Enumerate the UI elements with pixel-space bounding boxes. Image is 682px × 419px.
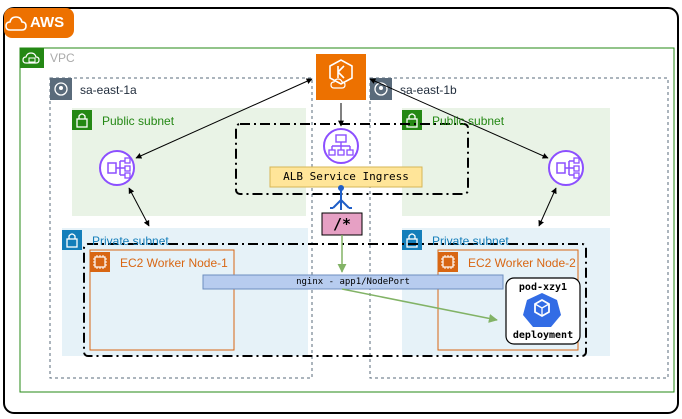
ingress-label: ALB Service Ingress <box>283 170 409 183</box>
cluster-boundary <box>83 243 587 357</box>
cloud-icon <box>5 16 27 31</box>
private-subnet-left <box>62 228 308 356</box>
private-subnet-left-label: Private subnet <box>92 234 169 248</box>
lock-icon-public-right <box>402 110 422 130</box>
vpc-label: VPC <box>50 51 75 65</box>
vpc-frame <box>19 47 675 393</box>
nlb-icon-right <box>548 150 584 186</box>
lock-icon-private-left <box>62 230 82 250</box>
private-subnet-right-label: Private subnet <box>432 234 509 248</box>
ec2-node-left-frame <box>89 249 235 351</box>
k8s-deployment-icon <box>523 293 561 327</box>
alb-icon <box>323 128 359 164</box>
chip-icon-right <box>438 252 458 272</box>
zone-a-label: sa-east-1a <box>80 83 137 97</box>
zone-b-frame <box>369 77 669 379</box>
zone-a-frame <box>49 77 313 379</box>
arrow-eks-nlb-left <box>135 78 313 159</box>
arrow-nlb-private-left <box>128 187 150 227</box>
ec2-node-right-label: EC2 Worker Node-2 <box>468 256 576 270</box>
eks-icon <box>316 54 366 100</box>
arrow-service-pod <box>341 288 498 323</box>
public-subnet-left-label: Public subnet <box>102 114 175 128</box>
service-label: nginx - app1/NodePort <box>296 277 410 287</box>
pod-kind: deployment <box>512 330 574 341</box>
location-icon-b <box>370 78 392 100</box>
lock-icon-private-right <box>402 230 422 250</box>
arrow-eks-nlb-right <box>369 78 549 159</box>
chip-icon <box>90 252 110 272</box>
aws-logo: AWS <box>30 14 65 31</box>
vpc-cloud-icon <box>22 52 40 64</box>
path-label: /* <box>332 215 352 233</box>
public-subnet-right-label: Public subnet <box>432 114 505 128</box>
arrow-nlb-private-right <box>538 187 557 227</box>
ingress-boundary <box>235 123 469 195</box>
pod-name: pod-xzy1 <box>518 282 568 293</box>
ec2-node-left-label: EC2 Worker Node-1 <box>120 256 228 270</box>
service-bar <box>202 274 504 290</box>
zone-b-label: sa-east-1b <box>400 83 457 97</box>
lock-icon <box>72 110 92 130</box>
location-icon <box>50 78 72 100</box>
nlb-icon <box>99 150 135 186</box>
ingress-label-box <box>269 166 423 188</box>
split-icon <box>330 185 352 210</box>
